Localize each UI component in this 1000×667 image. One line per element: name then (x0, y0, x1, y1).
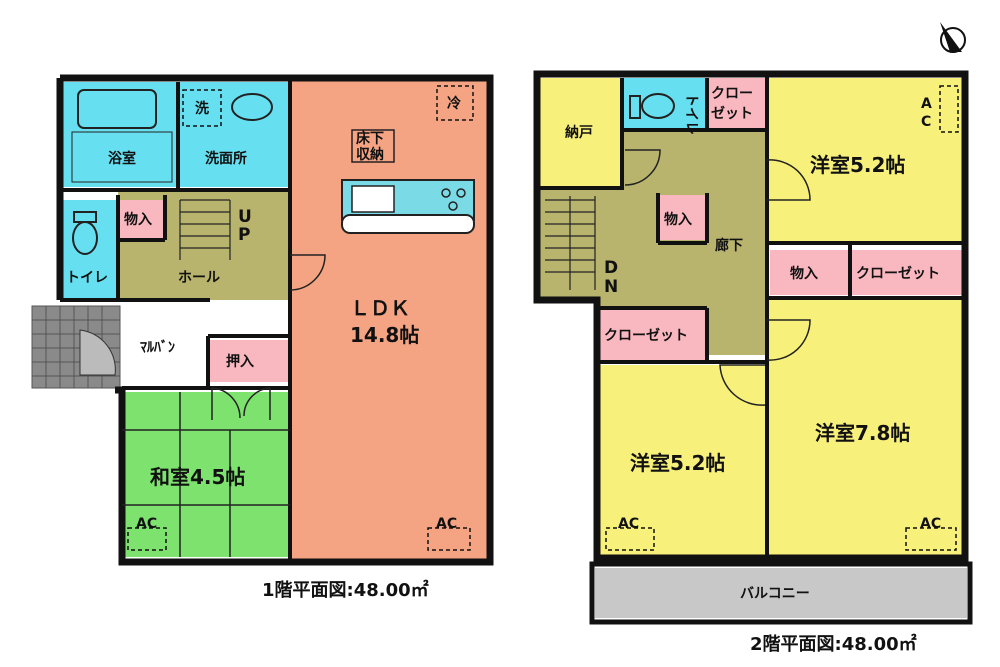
fridge-icon (436, 85, 474, 121)
balcony-area (595, 568, 967, 618)
balcony-label: バルコニー (740, 586, 810, 602)
floor2: 納戸 トイレ クロー ゼット 廊下 物入 D N クローゼット 洋室5.2帖 A… (533, 70, 973, 655)
floor2-area-label: 2階平面図:48.00㎡ (750, 633, 917, 655)
closet-east (852, 250, 962, 295)
room-sw-label: 洋室5.2帖 (630, 451, 725, 475)
kitchen-sink-icon (351, 185, 395, 213)
ldk-door (289, 254, 326, 291)
ldk-label: ＬＤＫ (350, 296, 410, 320)
up-label-2: P (238, 225, 250, 245)
floor1: 浴室 洗面所 洗 冷 床下 収納 物入 トイレ ホール U P ＬＤＫ 14.8… (31, 74, 494, 601)
ac-box-sw (605, 527, 655, 551)
storage-label: 物入 (124, 211, 152, 228)
washroom (178, 82, 290, 187)
room-se-door (766, 319, 811, 361)
washitsu-room (122, 392, 290, 557)
closet-center (600, 310, 707, 360)
toilet-1f-tank (73, 211, 97, 223)
ac-box-se (905, 527, 957, 551)
ac-left-label: AC (136, 516, 157, 532)
stove-icon-3 (448, 201, 458, 211)
balcony-wall (589, 561, 973, 625)
ac-se-label: AC (920, 516, 941, 532)
closet-east-label: クローゼット (856, 265, 940, 282)
bath-label: 浴室 (108, 150, 136, 167)
wash-machine-label: 洗 (195, 100, 209, 117)
stairs-1f (179, 199, 231, 260)
nando-room (540, 78, 622, 186)
room-se (767, 300, 962, 555)
underfloor-box (351, 129, 395, 163)
nando-label: 納戸 (565, 124, 593, 141)
nando-door (624, 149, 661, 186)
tatami-lines (122, 392, 290, 557)
bathtub-icon (77, 89, 157, 129)
toilet-label: トイレ (66, 270, 108, 286)
toilet-1f (63, 200, 118, 298)
kitchen-island (341, 214, 475, 234)
closet-oshiire (210, 340, 290, 382)
closet-small (707, 78, 767, 128)
storage-center (660, 195, 705, 240)
floor2-interior-walls (540, 74, 962, 558)
ac-ne-label-1: A (921, 96, 932, 112)
closet-label: 押入 (226, 353, 254, 370)
underfloor-label-1: 床下 (356, 130, 384, 147)
floor1-area-label: 1階平面図:48.00㎡ (262, 579, 429, 601)
room-ne (767, 78, 962, 243)
toilet-2f-label: トイレ (683, 93, 699, 135)
washitsu-door (211, 387, 271, 420)
sink-icon (231, 93, 273, 121)
storage-east (770, 250, 848, 295)
fridge-label: 冷 (447, 95, 461, 112)
closet-small-label-2: ゼット (711, 105, 753, 122)
bath-floor (71, 131, 173, 183)
room-ne-label: 洋室5.2帖 (810, 153, 905, 177)
entrance-label: ﾏﾙﾊﾞﾝ (140, 339, 175, 356)
washing-machine-icon (182, 89, 222, 127)
north-arrow-icon (940, 22, 966, 53)
down-label-1: D (604, 258, 618, 278)
closet-center-label: クローゼット (604, 327, 688, 344)
ac-box-ne (939, 85, 959, 133)
room-ne-door (766, 159, 811, 201)
up-label-1: U (238, 207, 252, 227)
ldk-size-label: 14.8帖 (350, 323, 419, 347)
washitsu-label: 和室4.5帖 (150, 465, 245, 489)
stove-icon-2 (456, 188, 466, 198)
down-label-2: N (604, 277, 618, 297)
floor2-outer-wall (533, 70, 969, 562)
floor1-interior-walls (60, 78, 292, 562)
ac-sw-label: AC (618, 516, 639, 532)
ac-box-left (127, 527, 167, 551)
hall-label: ホール (178, 270, 220, 286)
stove-icon-1 (441, 188, 451, 198)
underfloor-label-2: 収納 (356, 146, 384, 163)
ac-ldk-label: AC (436, 516, 457, 532)
stairs-2f (545, 196, 596, 290)
toilet-2f (622, 78, 707, 128)
storage-1f (120, 200, 165, 238)
closet-small-label-1: クロー (711, 86, 753, 102)
toilet-2f-tank (629, 95, 641, 119)
entrance-tiles (31, 305, 121, 389)
ldk-room (292, 78, 487, 562)
storage-center-label: 物入 (664, 211, 692, 228)
room-se-label: 洋室7.8帖 (815, 421, 910, 445)
storage-east-label: 物入 (790, 265, 818, 282)
room-sw-door (719, 364, 766, 406)
ac-ne-label-2: C (921, 114, 931, 130)
bath-room (63, 82, 178, 187)
hall-2f-label: 廊下 (715, 237, 743, 254)
toilet-2f-icon (641, 93, 675, 119)
washroom-label: 洗面所 (205, 150, 247, 167)
ac-box-ldk (427, 527, 471, 551)
